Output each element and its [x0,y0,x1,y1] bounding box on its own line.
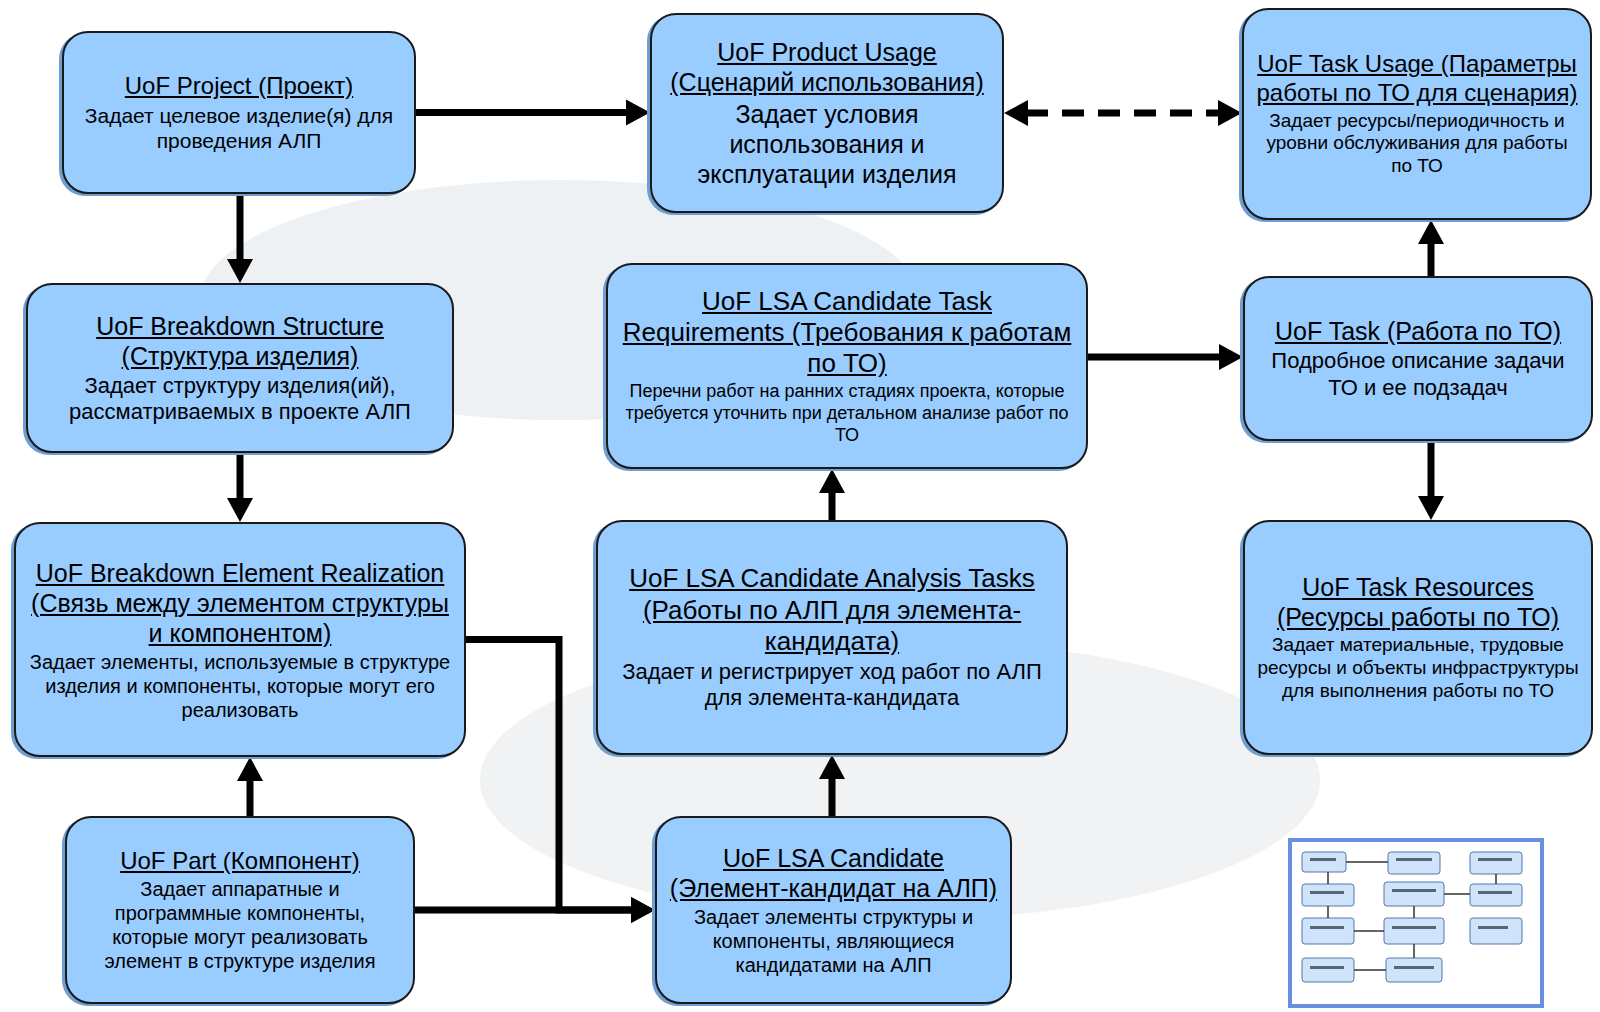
box-description: Задает целевое изделие(я) для проведения… [74,103,404,153]
uof-box: UoF LSA Candidate Task Requirements (Тре… [606,263,1088,469]
flow-arrow [819,469,845,520]
box-description: Задает ресурсы/периодичность и уровни об… [1254,110,1580,178]
connector-line [829,777,836,816]
thumbnail [1290,840,1542,1006]
connector-line [1088,354,1221,361]
arrowhead [626,100,650,126]
connector-line [237,453,244,500]
box-heading: UoF LSA Candidate Analysis Tasks (Работы… [608,563,1056,657]
arrowhead [1418,496,1444,520]
box-heading: UoF Breakdown Structure (Структура издел… [38,311,442,371]
connector-line [829,491,836,520]
flow-arrow [227,194,253,283]
flow-arrow [819,755,845,816]
arrowhead [1219,344,1243,370]
box-description: Задает элементы, используемые в структур… [26,650,454,722]
arrowhead [227,498,253,522]
flow-arrow [237,757,263,816]
box-heading: UoF Task (Работа по ТО) [1275,316,1561,346]
connector-line [415,907,633,914]
uof-box: UoF Breakdown Structure (Структура издел… [26,283,454,453]
arrowhead [1218,100,1242,126]
connector-line [247,779,254,816]
connector-line [1026,110,1220,117]
uof-box: UoF LSA Candidate (Элемент-кандидат на А… [655,816,1012,1004]
flow-arrow [227,453,253,522]
box-description: Задает элементы структуры и компоненты, … [667,905,1000,977]
box-heading: UoF Part (Компонент) [120,847,360,876]
dashed-link [1004,100,1242,126]
box-description: Задает и регистрирует ход работ по АЛП д… [608,659,1056,712]
arrowhead [819,469,845,493]
arrowhead [631,897,655,923]
arrowhead [819,755,845,779]
connector-line [1428,441,1435,498]
uof-box: UoF Breakdown Element Realization (Связь… [14,522,466,757]
arrowhead [227,259,253,283]
box-heading: UoF Task Resources (Ресурсы работы по ТО… [1255,572,1581,632]
box-description: Перечни работ на ранних стадиях проекта,… [618,381,1076,446]
arrowhead [1004,100,1028,126]
box-heading: UoF LSA Candidate Task Requirements (Тре… [618,286,1076,380]
box-description: Подробное описание задачи ТО и ее подзад… [1255,348,1581,401]
flow-arrow [1088,344,1243,370]
flow-arrow [416,100,650,126]
uof-box: UoF Task Resources (Ресурсы работы по ТО… [1243,520,1593,755]
box-description: Задает структуру изделия(ий), рассматрив… [38,373,442,426]
flow-arrow [415,897,655,923]
box-heading: UoF Breakdown Element Realization (Связь… [26,558,454,648]
flow-arrow [1418,441,1444,520]
arrowhead [237,757,263,781]
connector-line [237,194,244,261]
box-description: Задает условия использования и эксплуата… [662,99,992,189]
uof-box: UoF LSA Candidate Analysis Tasks (Работы… [596,520,1068,755]
arrowhead [631,897,655,923]
box-heading: UoF LSA Candidate (Элемент-кандидат на А… [667,843,1000,903]
uof-box: UoF Part (Компонент)Задает аппаратные и … [65,816,415,1004]
uof-box: UoF Project (Проект)Задает целевое издел… [62,31,416,194]
flow-arrow [1418,220,1444,276]
arrowhead [1418,220,1444,244]
connector-line [1428,242,1435,276]
connector-line [416,109,628,116]
uof-box: UoF Task Usage (Параметры работы по ТО д… [1242,8,1592,220]
box-heading: UoF Project (Проект) [125,72,353,101]
box-description: Задает материальные, трудовые ресурсы и … [1255,634,1581,702]
uof-box: UoF Product Usage (Сценарий использовани… [650,13,1004,213]
uof-box: UoF Task (Работа по ТО)Подробное описани… [1243,276,1593,441]
box-heading: UoF Task Usage (Параметры работы по ТО д… [1254,50,1580,108]
box-heading: UoF Product Usage (Сценарий использовани… [662,37,992,97]
box-description: Задает аппаратные и программные компонен… [77,877,403,973]
